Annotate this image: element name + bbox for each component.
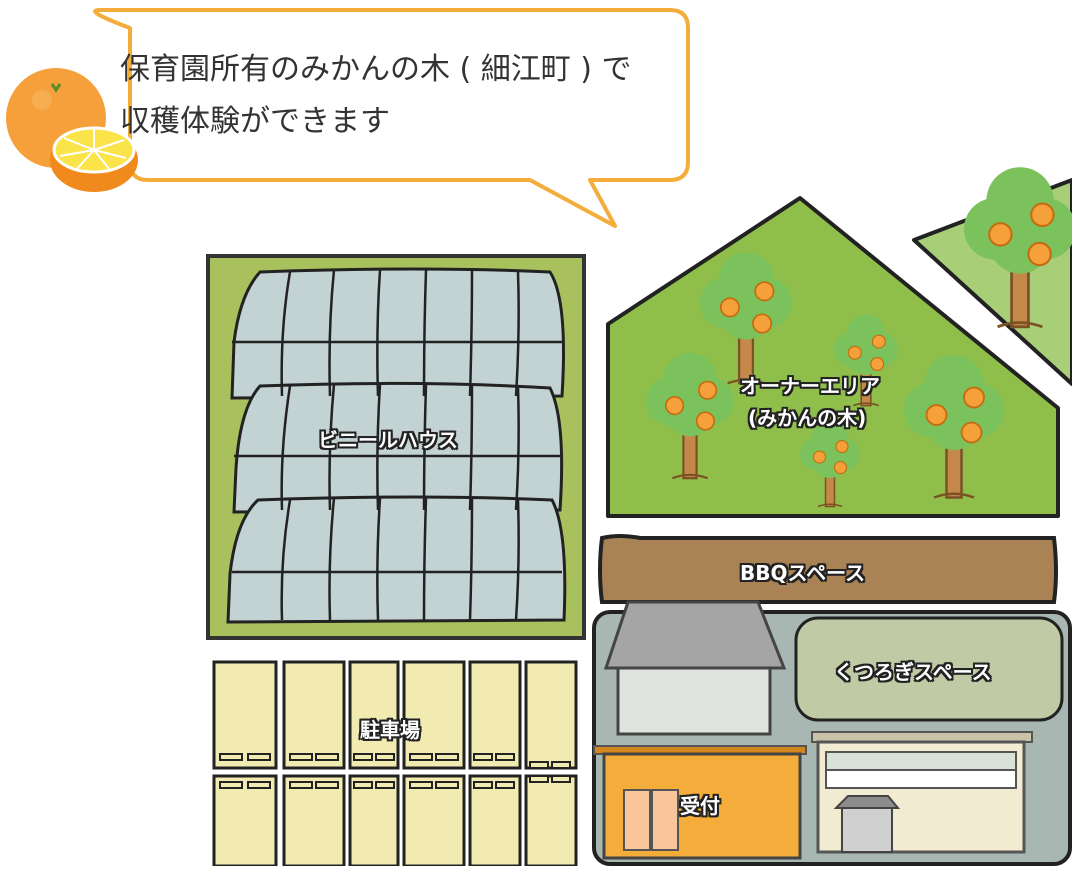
lounge-area (794, 616, 1064, 722)
owner-area-label-1: オーナーエリア (740, 374, 880, 398)
shop-building (811, 731, 1033, 854)
owner-area-label-2: (みかんの木) (748, 406, 867, 430)
house-building (603, 600, 787, 736)
speech-line-1: 保育園所有のみかんの木 ( 細江町 ) で (120, 52, 632, 87)
owner-area (606, 196, 1060, 518)
parking-area (212, 660, 578, 868)
orchard-strip (912, 165, 1072, 386)
reception-label: 受付 (680, 794, 720, 818)
reception-building (593, 745, 807, 860)
greenhouse-area (206, 254, 586, 640)
lounge-label: くつろぎスペース (834, 660, 992, 684)
speech-bubble (93, 8, 690, 228)
parking-label: 駐車場 (360, 718, 420, 742)
bbq-area (598, 534, 1058, 604)
speech-text: 保育園所有のみかんの木 ( 細江町 ) で 収穫体験ができます (120, 44, 632, 148)
orange-fruit-icon (6, 68, 138, 192)
speech-line-2: 収穫体験ができます (120, 104, 390, 139)
bbq-label: BBQスペース (740, 561, 866, 585)
greenhouse-label: ビニールハウス (318, 428, 458, 452)
